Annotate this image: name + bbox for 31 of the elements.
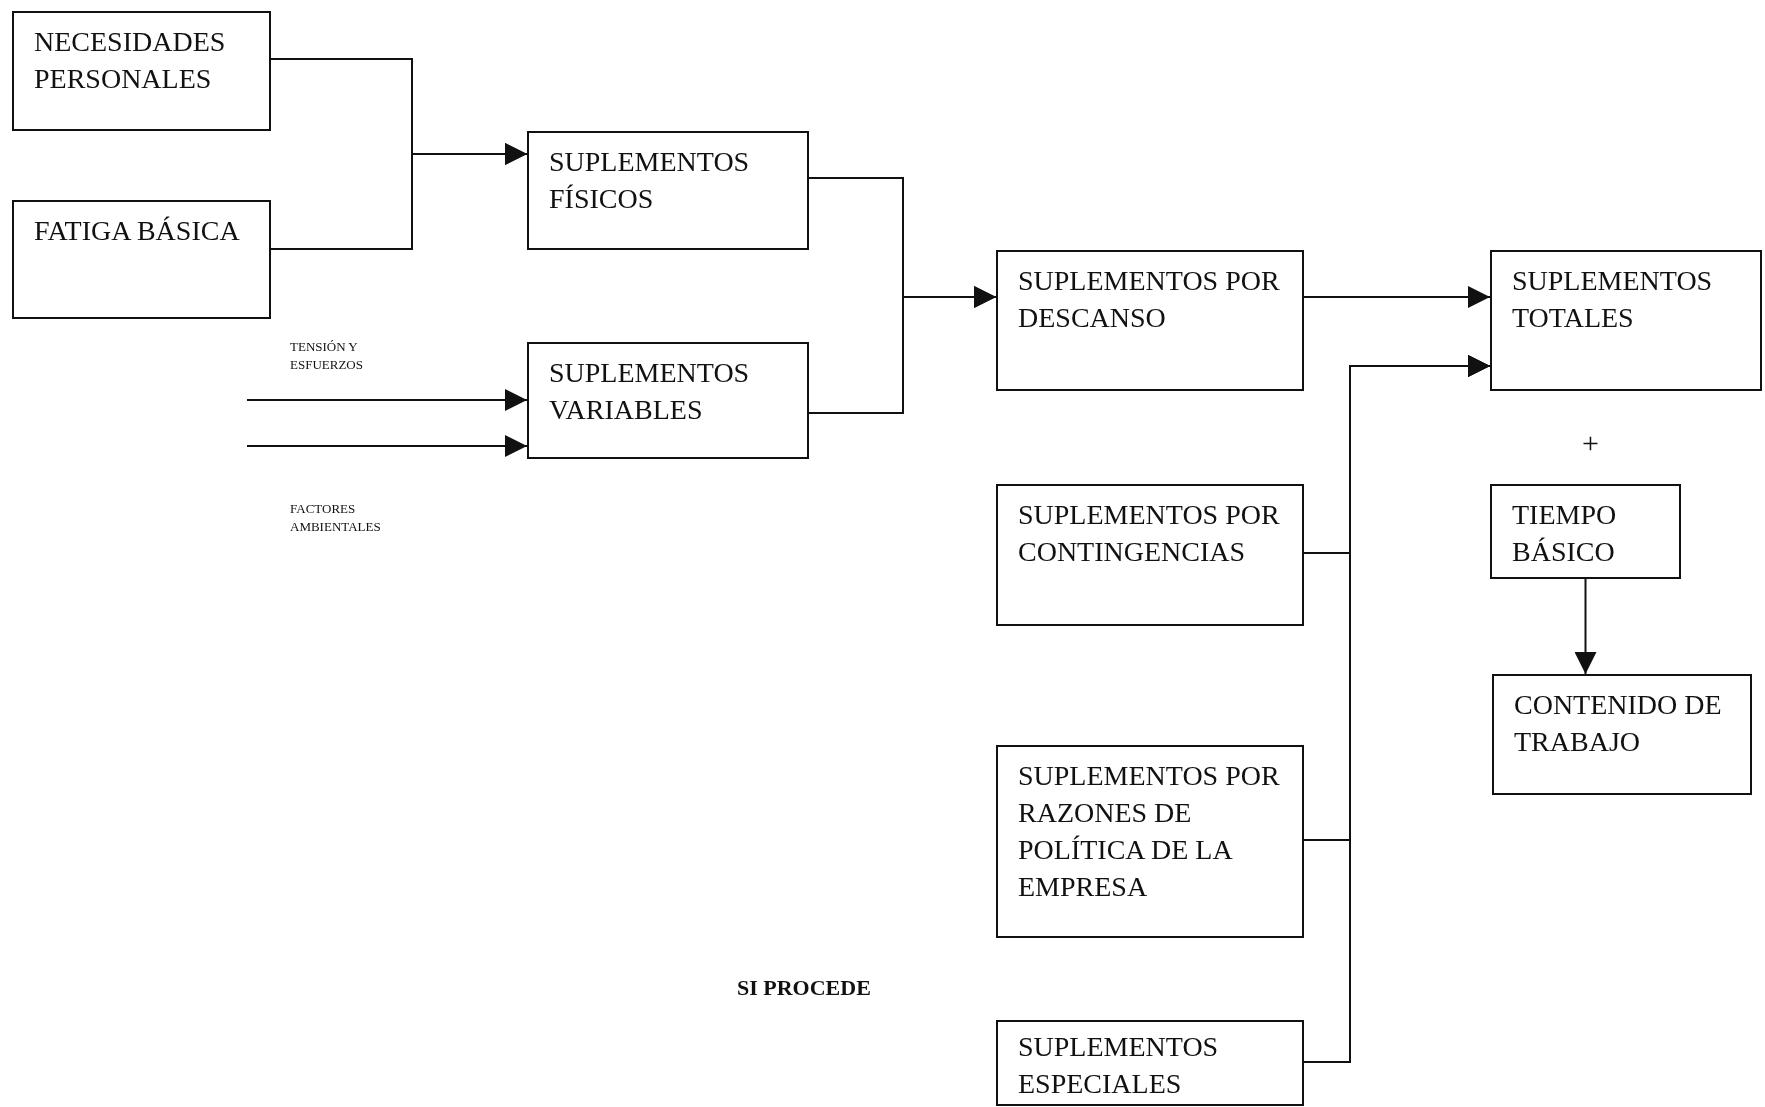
arrow <box>270 143 528 250</box>
process-box <box>527 342 809 459</box>
arrow <box>246 435 528 457</box>
process-box <box>1490 484 1681 579</box>
box-label: TIEMPO BÁSICO <box>1512 498 1618 569</box>
arrow <box>1303 286 1491 308</box>
box-label: NECESIDADES PERSONALES <box>34 25 227 96</box>
process-box <box>996 484 1304 626</box>
arrow <box>1303 355 1491 1063</box>
arrow <box>246 389 528 411</box>
box-label: SUPLEMENTOS VARIABLES <box>549 356 751 427</box>
process-box <box>527 131 809 250</box>
process-box <box>12 200 271 319</box>
box-label: SUPLEMENTOS POR RAZONES DE POLÍTICA DE LA EMPRESA <box>1018 759 1281 904</box>
process-box <box>996 250 1304 391</box>
plus-sign: + <box>1582 426 1599 460</box>
arrow <box>808 286 997 414</box>
note: SI PROCEDE <box>737 975 871 1001</box>
box-label: FATIGA BÁSICA <box>34 214 241 248</box>
arrow <box>1574 578 1597 675</box>
box-label: CONTENIDO DE TRABAJO <box>1514 688 1723 759</box>
process-box <box>996 1020 1304 1106</box>
box-label: SUPLEMENTOS POR DESCANSO <box>1018 264 1281 335</box>
box-label: SUPLEMENTOS FÍSICOS <box>549 145 751 216</box>
process-box <box>12 11 271 131</box>
box-label: SUPLEMENTOS POR CONTINGENCIAS <box>1018 498 1281 569</box>
process-box <box>996 745 1304 938</box>
box-label: SUPLEMENTOS ESPECIALES <box>1018 1030 1220 1101</box>
process-box <box>1492 674 1752 795</box>
box-label: SUPLEMENTOS TOTALES <box>1512 264 1714 335</box>
process-box <box>1490 250 1762 391</box>
